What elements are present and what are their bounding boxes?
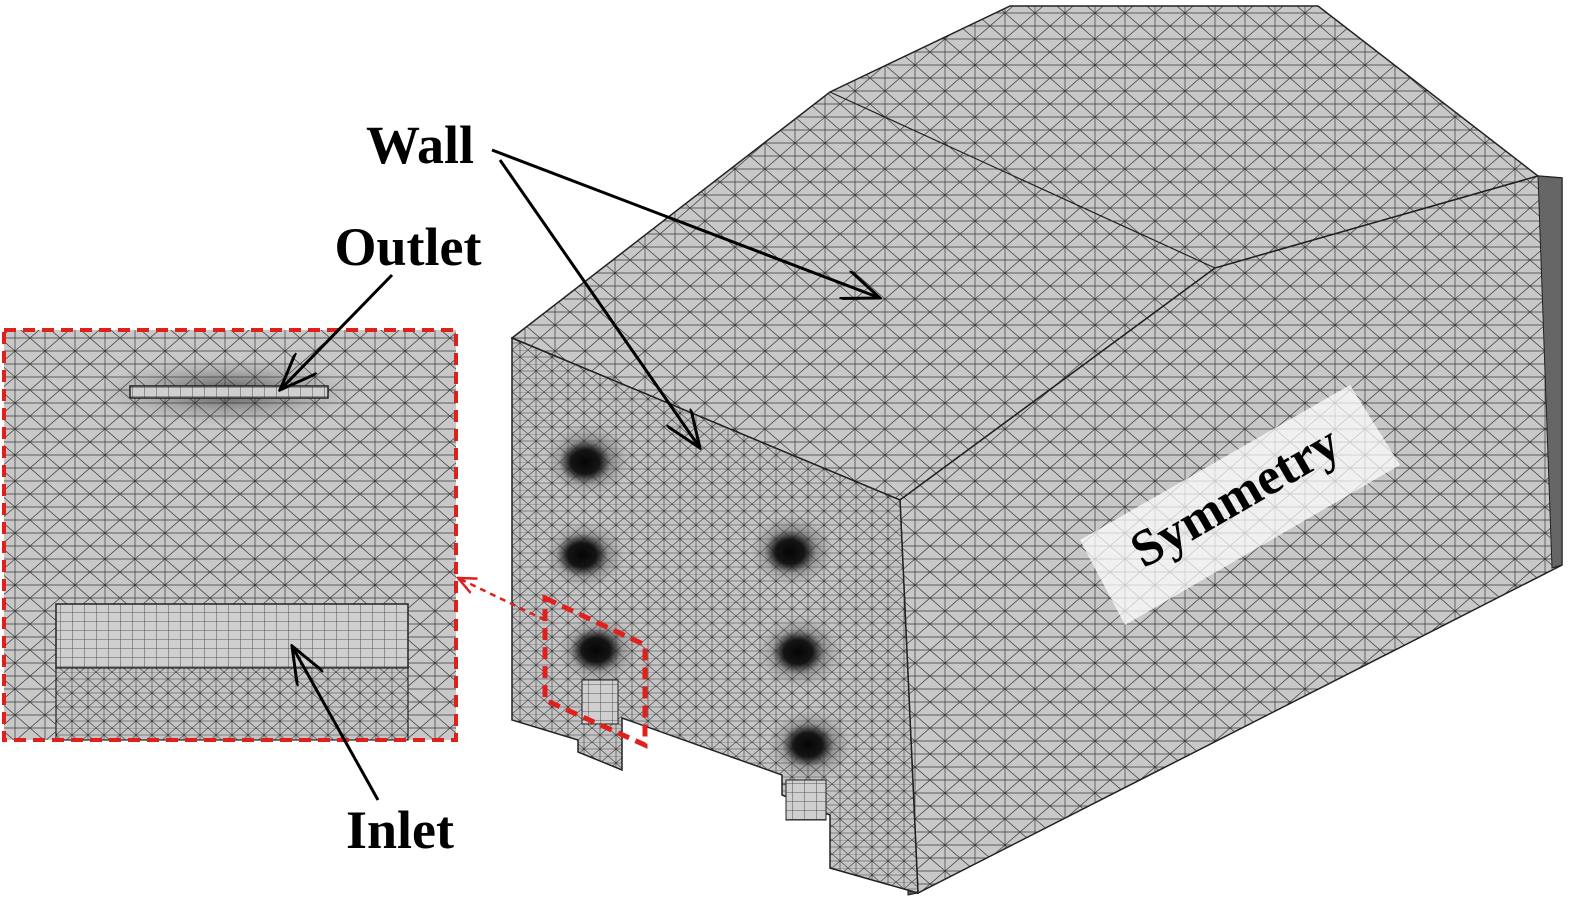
outlet-label: Outlet — [335, 217, 482, 277]
outlet-slot — [129, 385, 329, 399]
annotations: Wall Outlet Inlet — [280, 115, 880, 860]
inlet-structured-mesh — [55, 603, 409, 669]
inlet-label: Inlet — [346, 800, 454, 860]
mesh-body — [510, 5, 1563, 896]
wall-label: Wall — [366, 115, 474, 175]
outlet-arrow — [280, 273, 394, 390]
highlight-region-marker — [542, 594, 648, 749]
highlight-link-arrow — [458, 578, 546, 622]
zoom-inset — [2, 328, 458, 742]
wall-arrow-front — [498, 159, 700, 448]
wall-arrow-roof — [491, 148, 880, 298]
symmetry-label-band — [1080, 385, 1400, 625]
inlet-arrow — [292, 646, 380, 801]
inset-border — [2, 328, 458, 742]
